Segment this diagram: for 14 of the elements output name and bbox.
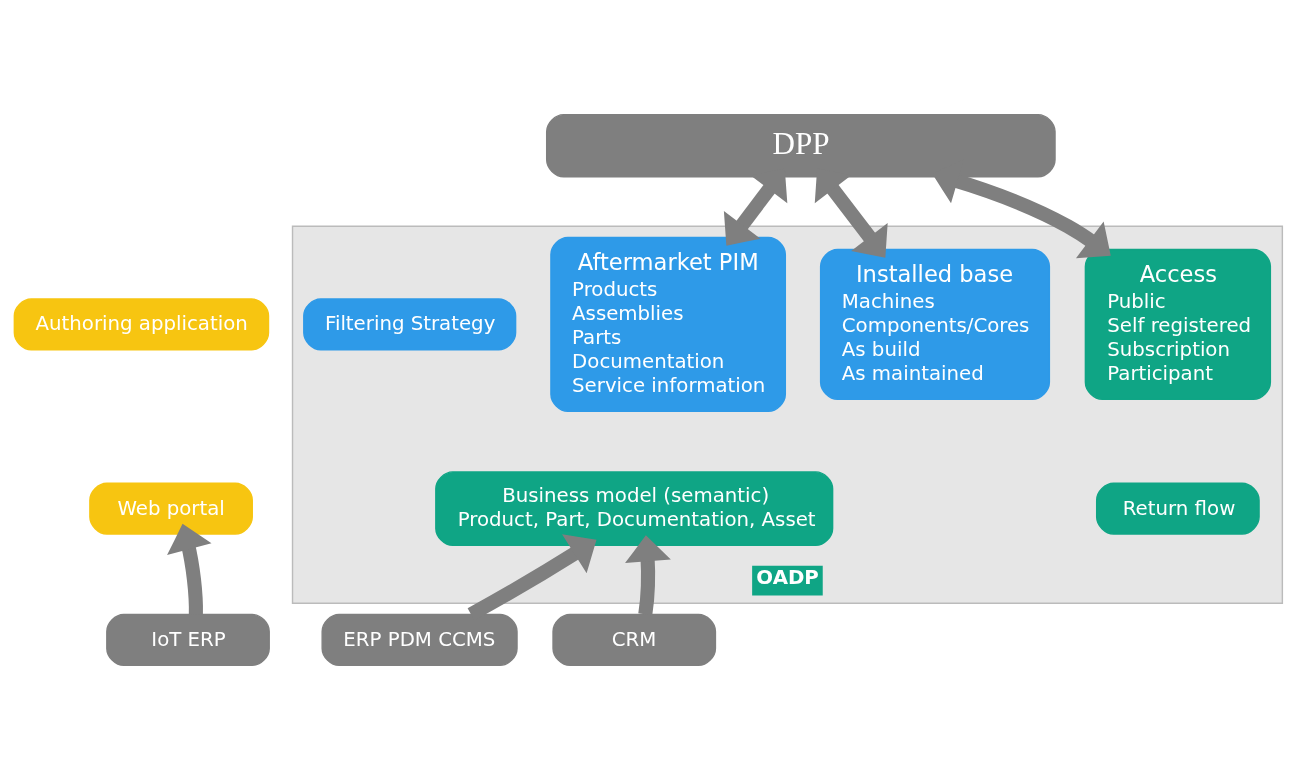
node-box: Access Public Self registered Subscription Participant xyxy=(1084,248,1272,400)
arrow xyxy=(625,535,671,616)
node-box: DPP xyxy=(545,113,1056,178)
node-box: Installed base Machines Components/Cores As build As maintained xyxy=(819,248,1051,400)
node-box: Web portal xyxy=(89,482,253,535)
node-box: ERP PDM CCMS xyxy=(321,613,518,667)
node-box: IoT ERP xyxy=(106,613,270,667)
arrow xyxy=(167,523,212,615)
node-box: CRM xyxy=(552,613,717,667)
node-box: Aftermarket PIM Products Assemblies Parts Documentation Service information xyxy=(550,236,787,412)
node-box: Filtering Strategy xyxy=(303,298,517,351)
node-box: Authoring application xyxy=(13,298,270,351)
node-box: Business model (semantic) Product, Part, Documentation, Asset xyxy=(435,471,834,547)
node-box: Return flow xyxy=(1095,482,1260,535)
